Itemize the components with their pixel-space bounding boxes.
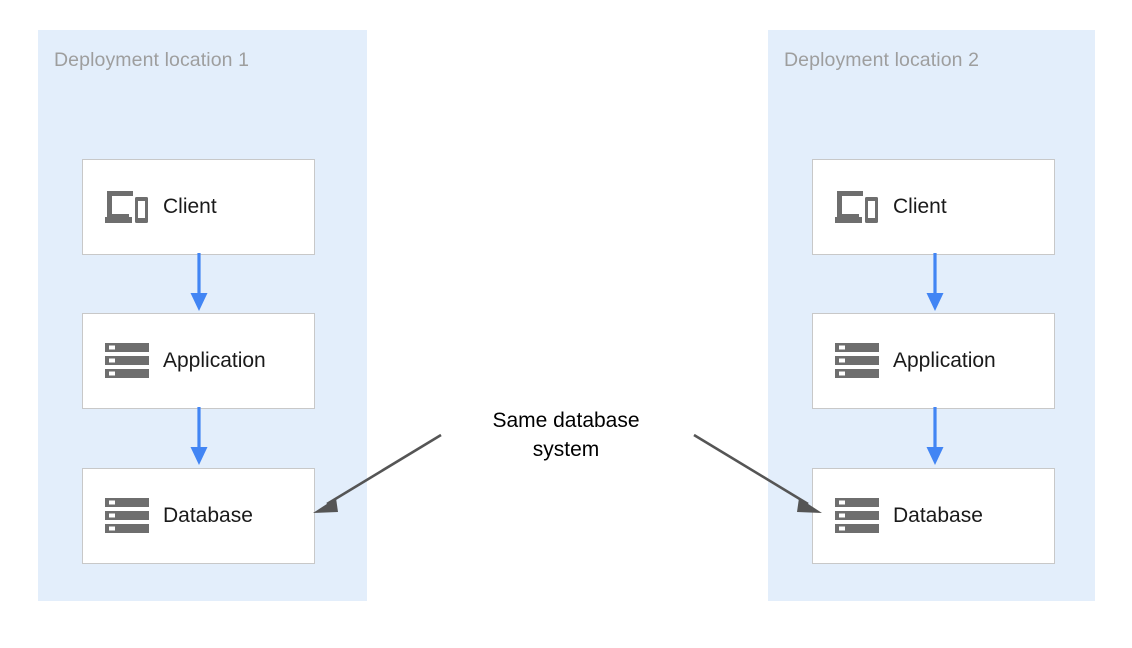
node-client-1-label: Client — [163, 195, 217, 218]
server-stack-icon — [831, 493, 883, 539]
server-stack-icon — [831, 338, 883, 384]
flow-arrow-application-to-database-1 — [190, 407, 208, 465]
devices-icon — [831, 184, 883, 230]
callout-arrow-to-database-2 — [693, 433, 822, 513]
flow-arrow-application-to-database-2 — [926, 407, 944, 465]
zone-1-title: Deployment location 1 — [54, 49, 250, 71]
node-application-2[interactable]: Application — [812, 313, 1055, 409]
node-client-1[interactable]: Client — [82, 159, 315, 255]
flow-arrow-client-to-application-1 — [190, 253, 208, 311]
devices-icon — [101, 184, 153, 230]
node-application-2-label: Application — [893, 349, 996, 372]
callout-label: Same database system — [453, 406, 679, 464]
node-database-1[interactable]: Database — [82, 468, 315, 564]
callout-label-line-2: system — [532, 438, 600, 461]
callout-label-line-1: Same database — [492, 409, 640, 432]
node-application-1[interactable]: Application — [82, 313, 315, 409]
flow-arrow-client-to-application-2 — [926, 253, 944, 311]
node-client-2[interactable]: Client — [812, 159, 1055, 255]
node-database-2-label: Database — [893, 504, 983, 527]
node-database-1-label: Database — [163, 504, 253, 527]
node-client-2-label: Client — [893, 195, 947, 218]
zone-2-title: Deployment location 2 — [784, 49, 980, 71]
node-application-1-label: Application — [163, 349, 266, 372]
node-database-2[interactable]: Database — [812, 468, 1055, 564]
server-stack-icon — [101, 493, 153, 539]
server-stack-icon — [101, 338, 153, 384]
callout-arrow-to-database-1 — [313, 433, 442, 513]
